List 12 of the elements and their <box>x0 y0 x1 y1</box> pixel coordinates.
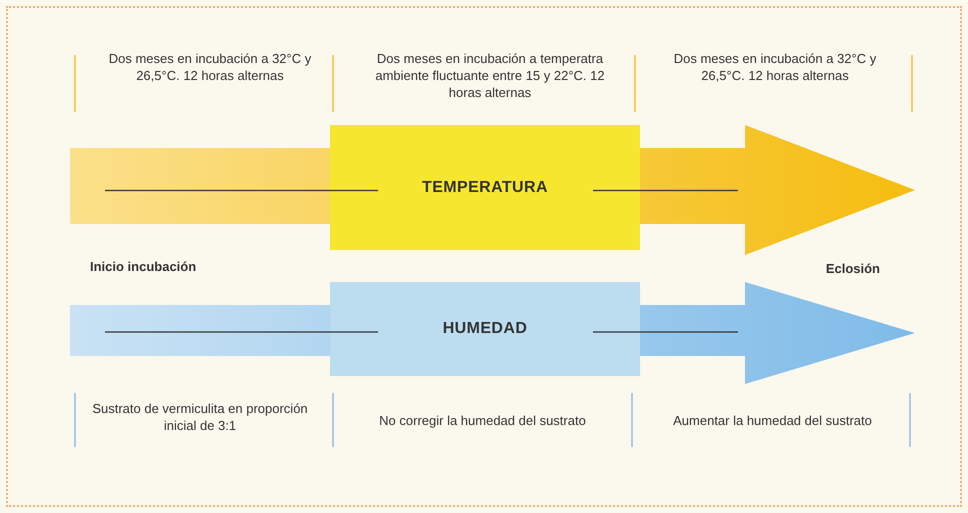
description-text: No corregir la humedad del sustrato <box>378 412 587 429</box>
stage-label: Eclosión <box>824 260 880 277</box>
description-text: Dos meses en incubación a 32°C y 26,5°C. 12 horas alternas <box>672 50 878 84</box>
description-text: Sustrato de vermiculita en proporción inicial de 3:1 <box>91 400 309 434</box>
stage-label: Inicio incubación <box>90 258 198 275</box>
stage-title: HUMEDAD <box>442 319 528 339</box>
description-text: Aumentar la humedad del sustrato <box>672 412 873 429</box>
description-text: Dos meses en incubación a 32°C y 26,5°C. 12 horas alternas <box>108 50 312 84</box>
stage-box <box>330 282 640 376</box>
description-text: Dos meses en incubación a temperatra ambiente fluctuante entre 15 y 22°C. 12 horas alternas <box>374 50 606 101</box>
stage-box <box>330 125 640 250</box>
stage-title: TEMPERATURA <box>422 178 548 198</box>
